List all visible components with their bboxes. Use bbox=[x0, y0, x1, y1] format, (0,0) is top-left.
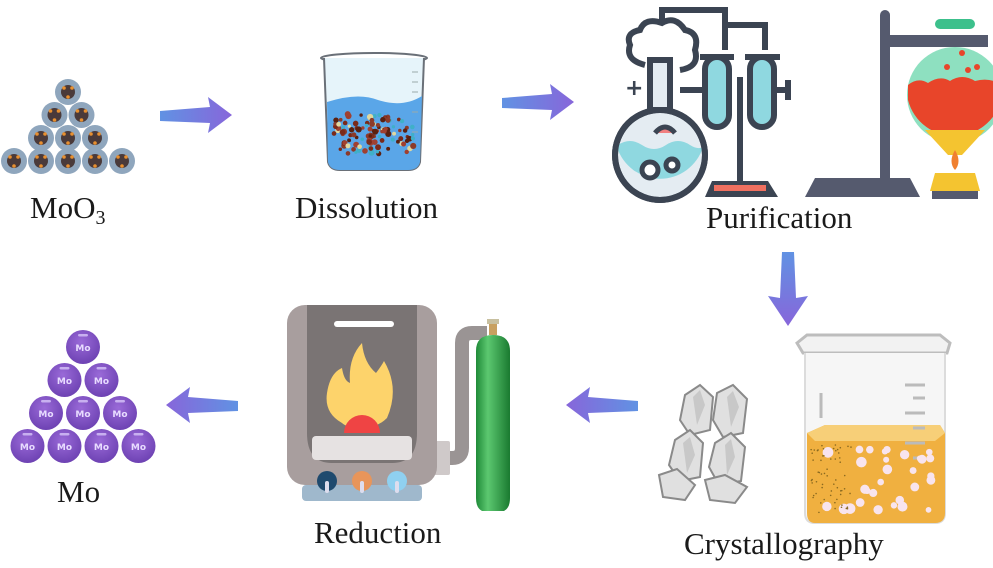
moo3-particle bbox=[82, 148, 108, 174]
arrow-left-icon bbox=[566, 387, 638, 423]
mo-sphere: Mo bbox=[66, 396, 100, 430]
crystal-particles bbox=[810, 444, 936, 515]
step-label-purification: Purification bbox=[706, 200, 853, 235]
beaker-with-solution-icon bbox=[320, 52, 428, 171]
mo-sphere: Mo bbox=[103, 396, 137, 430]
arrow-right-icon bbox=[160, 97, 232, 133]
step-label-dissolution: Dissolution bbox=[295, 190, 438, 225]
label-subscript: 3 bbox=[95, 207, 106, 229]
crystals-icon bbox=[657, 383, 749, 505]
sphere-label: Mo bbox=[94, 443, 109, 453]
mo-sphere: Mo bbox=[47, 363, 82, 397]
sphere-label: Mo bbox=[94, 377, 109, 387]
sphere-label: Mo bbox=[38, 410, 53, 420]
beaker-with-crystals-icon bbox=[795, 333, 952, 524]
moo3-particle bbox=[1, 148, 27, 174]
step-label-mo: Mo bbox=[57, 474, 101, 509]
mo-sphere: Mo bbox=[121, 429, 156, 463]
svg-text:+: + bbox=[625, 76, 643, 101]
moo3-particle bbox=[68, 102, 95, 128]
moo3-particle bbox=[55, 125, 81, 151]
sphere-label: Mo bbox=[57, 377, 72, 387]
moo3-particle bbox=[55, 148, 81, 174]
sphere-label: Mo bbox=[20, 443, 35, 453]
sphere-label: Mo bbox=[75, 344, 90, 354]
label-main: MoO bbox=[30, 190, 96, 225]
arrow-down-icon bbox=[768, 252, 808, 326]
step-label-crystallography: Crystallography bbox=[684, 526, 884, 561]
mo-sphere: Mo bbox=[47, 429, 82, 463]
mo-sphere: Mo bbox=[66, 330, 100, 364]
moo3-particle bbox=[28, 148, 54, 174]
moo3-particle bbox=[41, 102, 68, 128]
moo3-particle-pyramid-icon bbox=[1, 79, 135, 174]
arrow-right-icon bbox=[502, 84, 574, 120]
sphere-label: Mo bbox=[75, 410, 90, 420]
arrow-left-icon bbox=[166, 387, 238, 423]
chemistry-lab-apparatus-icon: + bbox=[612, 7, 993, 203]
moo3-particle bbox=[28, 125, 54, 151]
sphere-label: Mo bbox=[112, 410, 127, 420]
moo3-particle bbox=[109, 148, 135, 174]
step-label-reduction: Reduction bbox=[314, 515, 442, 550]
sphere-label: Mo bbox=[131, 443, 146, 453]
dissolved-particles bbox=[331, 111, 417, 157]
mo-sphere: Mo bbox=[10, 429, 45, 463]
step-label-moo3: MoO3 bbox=[30, 190, 105, 230]
moo3-particle bbox=[82, 125, 108, 151]
moo3-particle bbox=[55, 79, 81, 105]
mo-sphere: Mo bbox=[29, 396, 63, 430]
sphere-label: Mo bbox=[57, 443, 72, 453]
mo-sphere: Mo bbox=[84, 363, 119, 397]
mo-sphere: Mo bbox=[84, 429, 119, 463]
furnace-with-gas-cylinder-icon bbox=[287, 305, 510, 511]
